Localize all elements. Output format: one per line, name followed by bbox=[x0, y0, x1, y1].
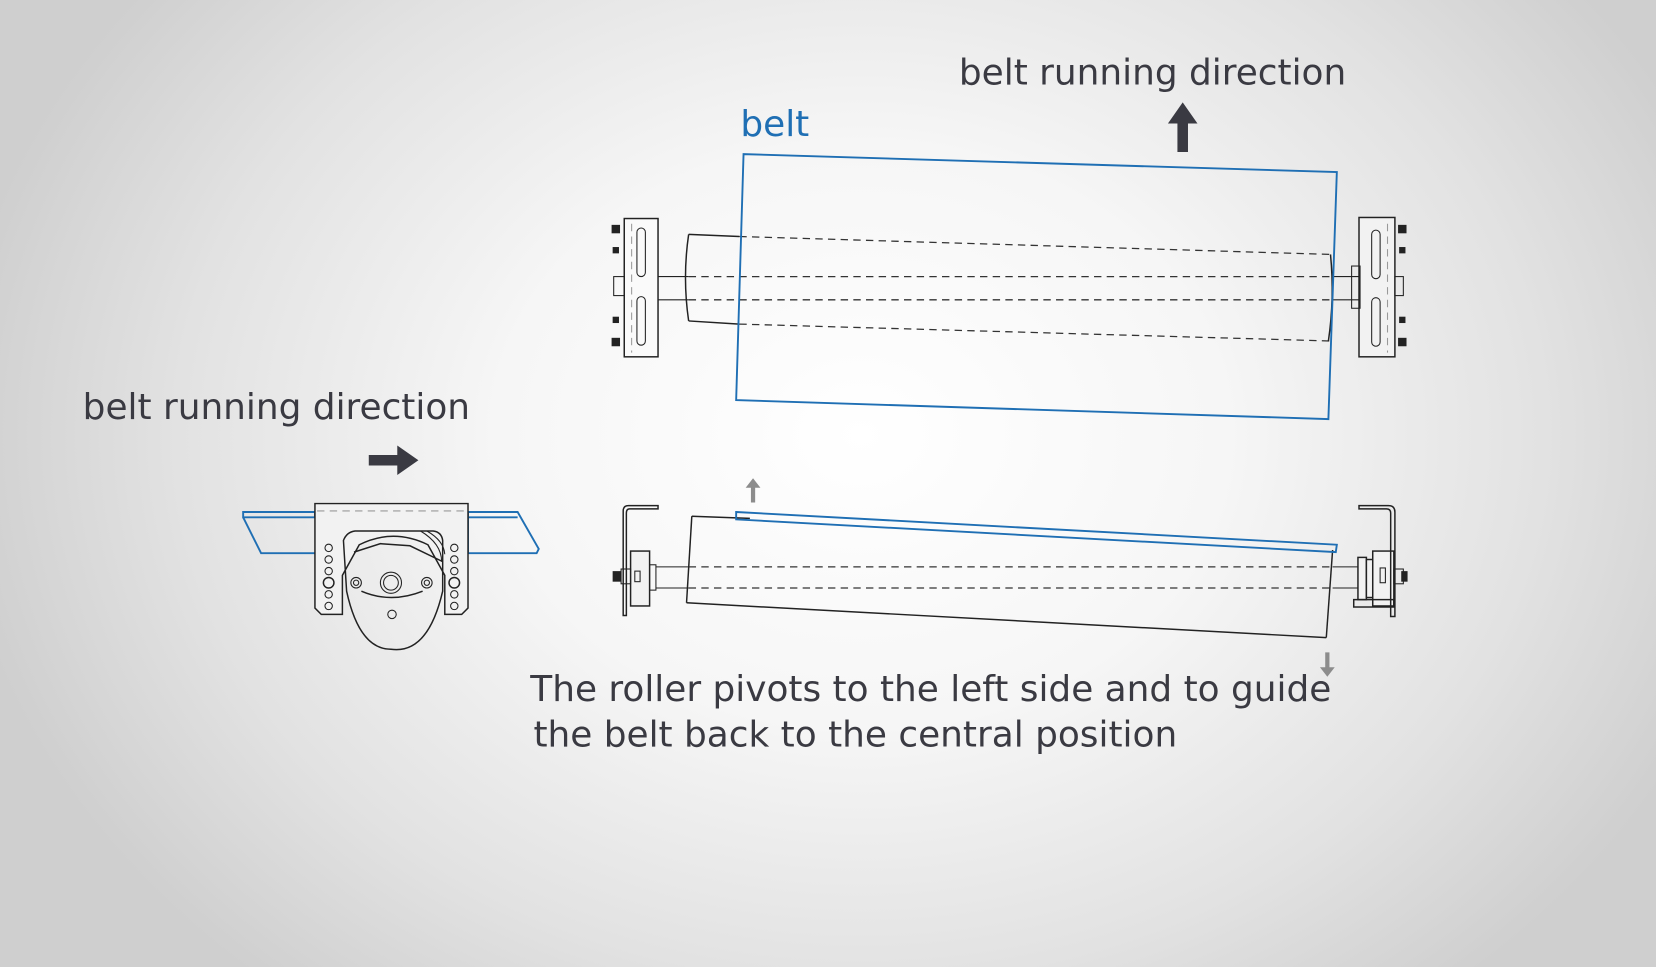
adjustment-holes-right bbox=[448, 543, 461, 611]
pivot-up-arrow-icon bbox=[745, 478, 761, 503]
caption-line-1: The roller pivots to the left side and t… bbox=[529, 669, 1331, 710]
arrow-right-icon bbox=[368, 445, 419, 476]
caption-line-2: the belt back to the central position bbox=[533, 714, 1177, 755]
side-view-tracker bbox=[242, 502, 540, 651]
pivot-down-arrow-icon bbox=[1319, 652, 1335, 677]
pivoted-roller bbox=[612, 504, 1408, 639]
belt-edge bbox=[735, 510, 1338, 554]
top-view-roller bbox=[611, 153, 1407, 421]
top-direction-label: belt running direction bbox=[959, 52, 1346, 93]
belt-label: belt bbox=[740, 104, 809, 145]
adjustment-holes-left bbox=[322, 543, 335, 611]
arrow-up-icon bbox=[1167, 102, 1198, 153]
left-bracket-plate bbox=[611, 217, 659, 358]
side-direction-label: belt running direction bbox=[83, 387, 470, 428]
right-bracket-plate bbox=[1351, 216, 1407, 358]
belt-outline bbox=[735, 153, 1338, 421]
